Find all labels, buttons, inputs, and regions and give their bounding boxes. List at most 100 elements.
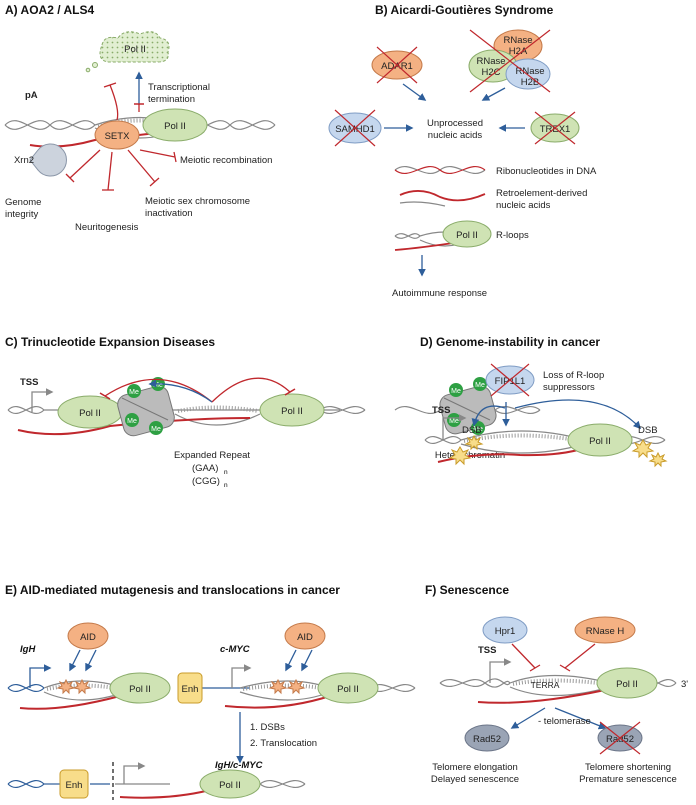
arrow [301,649,313,672]
cgg-subscript: n [224,482,228,489]
panel-c: C) Trinucleotide Expansion Diseases TSS … [5,335,541,489]
cross-out-icon [334,109,376,147]
svg-text:Me: Me [151,426,161,433]
ribonucleotides-label: Ribonucleotides in DNA [496,166,597,177]
svg-text:FIP1L1: FIP1L1 [495,376,526,387]
fip1l1-protein: FIP1L1 [485,363,535,397]
retro-nucleic-label: nucleic acids [496,200,551,211]
transcriptional-label: Transcriptional [148,82,210,93]
neuritogenesis-label: Neuritogenesis [75,222,139,233]
svg-text:Xrn2: Xrn2 [14,155,34,166]
pol-ii-complex [109,672,171,704]
rnase-h2-complex: RNase H2A RNase H2C RNase H2B [468,29,551,93]
svg-text:RNase: RNase [476,56,505,67]
arrow [69,649,81,672]
svg-text:Hpr1: Hpr1 [495,626,516,637]
gaa-subscript: n [224,469,228,476]
svg-text:Me: Me [127,418,137,425]
adar1-protein: ADAR1 [371,46,423,84]
pol-ii-label: Pol II [589,436,611,447]
inhibit-lines [511,643,596,672]
loss-label: Loss of R-loop [543,370,604,381]
svg-text:H2B: H2B [521,77,539,88]
shortening-label: Telomere shortening [585,762,671,773]
meiotic-recombination-label: Meiotic recombination [180,155,272,166]
pol-ii-label: Pol II [124,44,146,55]
svg-text:Rad52: Rad52 [606,734,634,745]
rna-strand-icon [477,689,606,704]
dna-helix-icon [394,165,486,175]
promoter-arrow-icon [489,658,512,683]
inactivation-label: inactivation [145,208,193,219]
aid-protein: AID [67,622,109,650]
panel-b: B) Aicardi-Goutières Syndrome ADAR1 RNas… [328,3,597,299]
genome-label: Genome [5,197,41,208]
setx-label: SETX [105,131,130,142]
cross-out-icon [599,721,641,755]
promoter-arrow-icon [231,664,252,688]
arrow [510,707,546,729]
svg-text:RNase: RNase [515,66,544,77]
pol-ii-label: Pol II [129,684,151,695]
arrow [554,707,607,730]
three-prime-label: 3' [681,679,688,690]
hpr1-protein: Hpr1 [482,616,528,644]
cross-out-icon [469,29,551,93]
pol-ii-label: Pol II [616,679,638,690]
retroelement-label: Retroelement-derived [496,188,587,199]
xrn2-protein: Xrn2 [14,143,67,177]
gaa-label: (GAA) [192,463,218,474]
pol-ii-label: Pol II [164,121,186,132]
setx-inhibit-lines [65,82,177,191]
panel-e-title: E) AID-mediated mutagenesis and transloc… [5,583,340,597]
panel-f: F) Senescence Hpr1 RNase H TSS TERRA [425,583,688,785]
pol-ii-label: Pol II [219,780,241,791]
cross-out-icon [376,46,418,84]
rna-strand-icon [17,417,251,436]
pol-ii-label: Pol II [337,684,359,695]
pa-label: pA [25,90,38,101]
delayed-label: Delayed senescence [431,774,519,785]
svg-text:TREX1: TREX1 [540,124,571,135]
dsb-star-icon [448,434,668,468]
setx-protein [94,120,140,150]
panel-f-title: F) Senescence [425,583,509,597]
svg-text:AID: AID [297,632,313,643]
rloops-label: R-loops [496,230,529,241]
pol-ii-label: Pol II [456,230,478,241]
svg-text:H2A: H2A [509,46,528,57]
cgg-label: (CGG) [192,476,220,487]
svg-text:RNase: RNase [503,35,532,46]
igh-label: IgH [20,644,36,655]
terra-label: TERRA [531,680,560,690]
promoter-arrow-icon [29,664,52,688]
telomerase-label: - telomerase [538,716,591,727]
svg-text:ADAR1: ADAR1 [381,61,413,72]
unprocessed-label: Unprocessed [427,118,483,129]
aid-protein: AID [284,622,326,650]
meiotic-sex-label: Meiotic sex chromosome [145,196,250,207]
enhancer-box [59,769,89,799]
panel-d-title: D) Genome-instability in cancer [420,335,600,349]
enh-label: Enh [182,684,199,695]
panel-a: A) AOA2 / ALS4 Pol II Transcriptional te… [4,3,276,233]
enh-label: Enh [66,780,83,791]
svg-text:Me: Me [473,426,483,433]
svg-text:AID: AID [80,632,96,643]
svg-text:Me: Me [475,382,485,389]
arrow [285,649,297,672]
pol-ii-complex [142,108,208,142]
panel-c-title: C) Trinucleotide Expansion Diseases [5,335,215,349]
pol-ii-complex-2 [259,393,325,427]
elongation-label: Telomere elongation [432,762,518,773]
tss-label: TSS [20,377,38,388]
translocation-label: 2. Translocation [250,738,317,749]
autoimmune-label: Autoimmune response [392,288,487,299]
svg-text:Rad52: Rad52 [473,734,501,745]
enhancer-box [177,672,203,704]
rnase-h-protein: RNase H [574,616,636,644]
samhd1-protein: SAMHD1 [328,109,382,147]
cmyc-label: c-MYC [220,644,250,655]
panel-e: E) AID-mediated mutagenesis and transloc… [5,583,416,800]
